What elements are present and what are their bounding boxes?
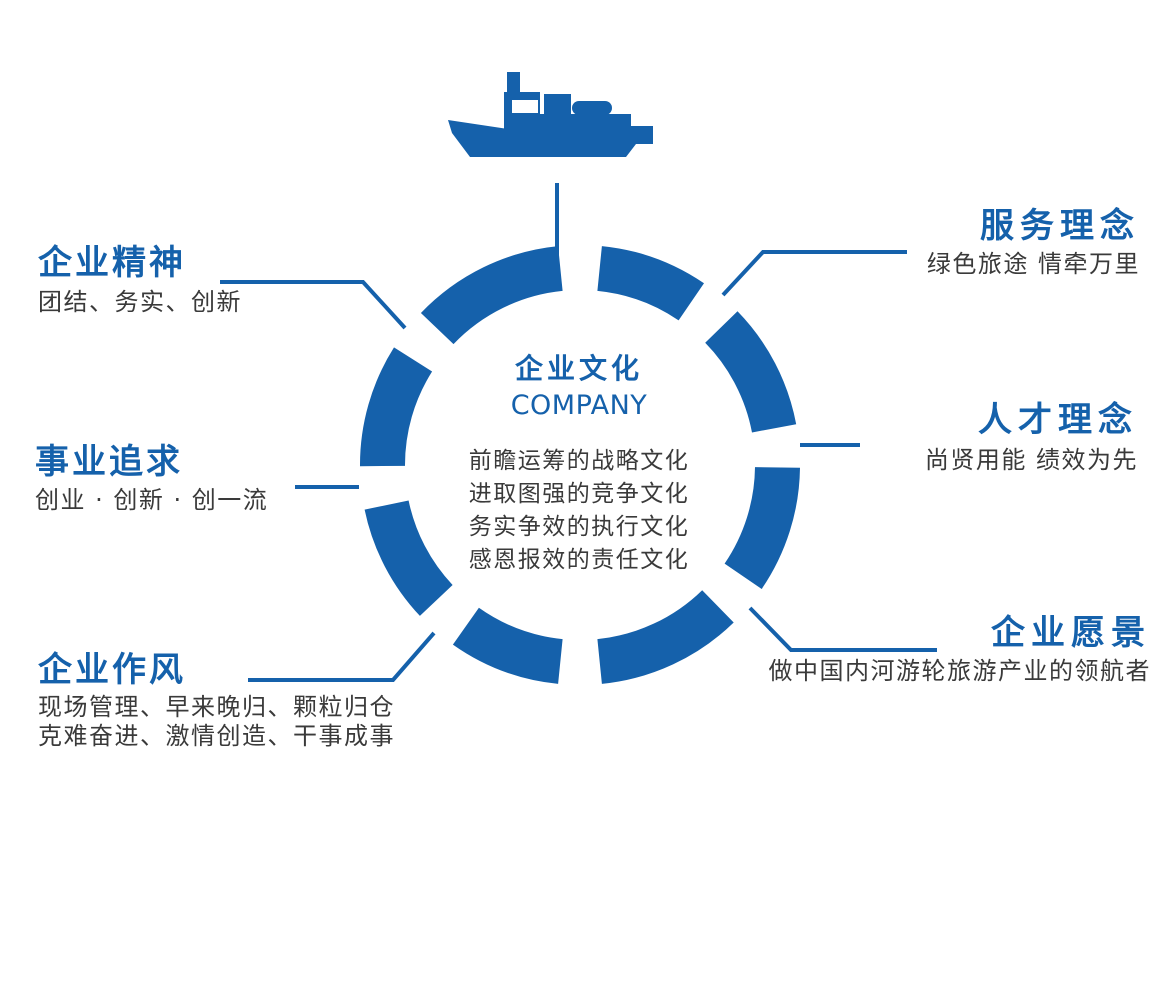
center-title: 企业文化 <box>514 352 643 385</box>
section-line: 尚贤用能 绩效为先 <box>924 446 1138 474</box>
culture-line: 感恩报效的责任文化 <box>468 547 690 573</box>
center-culture-lines: 前瞻运筹的战略文化 进取图强的竞争文化 务实争效的执行文化 感恩报效的责任文化 <box>428 445 730 577</box>
ring-segment <box>597 246 704 321</box>
section-line: 现场管理、早来晚归、颗粒归仓 <box>38 693 395 721</box>
connector-vision <box>748 606 937 652</box>
culture-line: 务实争效的执行文化 <box>468 514 690 540</box>
center-subtitle: COMPANY <box>510 390 648 421</box>
ship-icon <box>448 72 653 157</box>
center-text-block: 企业文化 COMPANY 前瞻运筹的战略文化 进取图强的竞争文化 务实争效的执行… <box>428 353 730 577</box>
section-career-pursuit: 事业追求 创业 · 创新 · 创一流 <box>35 442 268 515</box>
ring-segment <box>597 590 734 684</box>
culture-line: 进取图强的竞争文化 <box>468 481 690 507</box>
section-line: 绿色旅途 情牵万里 <box>926 250 1140 278</box>
section-enterprise-spirit: 企业精神 团结、务实、创新 <box>38 243 242 317</box>
connector-spirit <box>220 280 407 330</box>
section-talent-concept: 人才理念 尚贤用能 绩效为先 <box>925 400 1138 475</box>
ring-segment <box>452 607 563 684</box>
ring-segment <box>359 347 433 467</box>
culture-line: 前瞻运筹的战略文化 <box>468 448 690 474</box>
connector-style <box>248 631 436 682</box>
section-title: 企业精神 <box>38 243 186 283</box>
ring-segment <box>420 246 563 345</box>
section-line: 克难奋进、激情创造、干事成事 <box>38 722 395 750</box>
section-title: 服务理念 <box>980 206 1140 246</box>
section-title: 企业作风 <box>38 650 186 690</box>
section-line: 创业 · 创新 · 创一流 <box>35 486 269 514</box>
section-title: 企业愿景 <box>991 613 1151 653</box>
culture-ring <box>359 246 800 684</box>
ring-segment <box>724 467 800 589</box>
section-title: 人才理念 <box>978 400 1138 440</box>
section-enterprise-style: 企业作风 现场管理、早来晚归、颗粒归仓 克难奋进、激情创造、干事成事 <box>38 650 395 751</box>
section-enterprise-vision: 企业愿景 做中国内河游轮旅游产业的领航者 <box>769 613 1152 686</box>
section-line: 做中国内河游轮旅游产业的领航者 <box>768 657 1151 685</box>
ring-segment <box>705 311 797 433</box>
section-title: 事业追求 <box>35 442 183 482</box>
section-line: 团结、务实、创新 <box>38 288 242 316</box>
connector-service <box>721 250 907 297</box>
ring-segment <box>364 500 453 616</box>
section-service-concept: 服务理念 绿色旅途 情牵万里 <box>927 206 1140 279</box>
